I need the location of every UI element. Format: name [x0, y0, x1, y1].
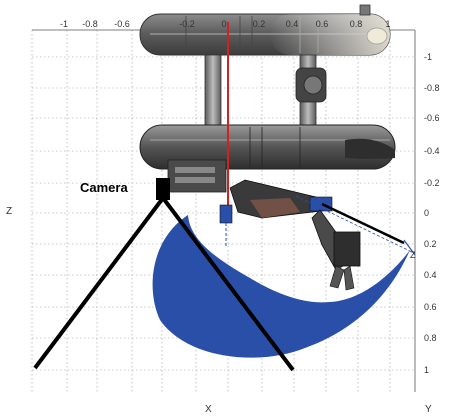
- axis-z-label: Z: [6, 206, 12, 217]
- top-tick-label: 0.6: [316, 19, 329, 29]
- camera-fov-line-left: [33, 196, 165, 370]
- right-axis-ticks: -1 -0.8 -0.6 -0.4 -0.2 0 0.2 0.4 0.6 0.8 1: [424, 52, 440, 375]
- right-tick-label: 0.6: [424, 302, 437, 312]
- top-axis-ticks: -1 -0.8 -0.6 -0.2 0 0.2 0.4 0.6 0.8 1: [60, 19, 391, 29]
- right-tick-label: 0: [424, 208, 429, 218]
- camera-fov-line-right: [161, 196, 295, 372]
- top-tick-label: 0.8: [350, 19, 363, 29]
- top-tick-label: -1: [60, 19, 68, 29]
- top-tick-label: -0.8: [82, 19, 98, 29]
- right-tick-label: -0.6: [424, 113, 440, 123]
- camera-label: Camera: [80, 180, 128, 195]
- right-tick-label: -0.8: [424, 83, 440, 93]
- upper-hull: [139, 4, 391, 56]
- axis-x-label: X: [205, 404, 212, 415]
- reachable-workspace: [152, 215, 410, 358]
- right-tick-label: 0.2: [424, 239, 437, 249]
- right-tick-label: -0.2: [424, 178, 440, 188]
- hull-struts: [204, 54, 327, 126]
- top-tick-label: -0.2: [179, 19, 195, 29]
- right-tick-label: 1: [424, 365, 429, 375]
- top-tick-label: 0.2: [253, 19, 266, 29]
- right-tick-label: 0.4: [424, 270, 437, 280]
- right-tick-label: -0.4: [424, 146, 440, 156]
- top-tick-label: 1: [385, 19, 390, 29]
- right-tick-label: -1: [424, 52, 432, 62]
- manipulator-arm: [219, 179, 416, 291]
- axis-y-label: Y: [425, 404, 432, 415]
- camera-assembly: [33, 178, 295, 372]
- right-tick-label: 0.8: [424, 333, 437, 343]
- arm-z-label: Z: [410, 250, 416, 260]
- top-tick-label: 0.4: [286, 19, 299, 29]
- camera-icon: [156, 178, 170, 200]
- lower-hull: [139, 124, 396, 193]
- top-tick-label: 0: [221, 19, 226, 29]
- top-tick-label: -0.6: [114, 19, 130, 29]
